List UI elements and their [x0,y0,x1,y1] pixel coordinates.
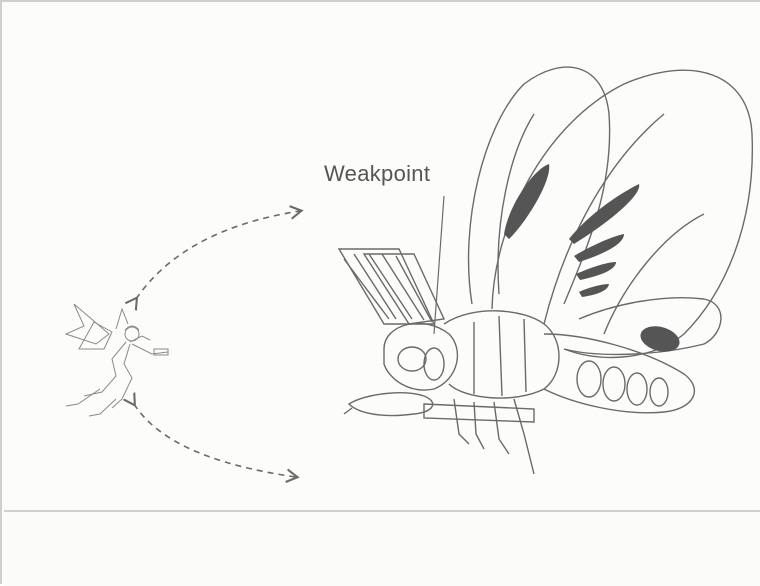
dashed-arrow-lower [134,404,296,477]
scene-drawing [4,4,760,510]
fairy-sprite [66,304,168,416]
wing-markings [504,164,682,356]
weakpoint-label: Weakpoint [324,161,430,187]
dashed-arrow-upper [136,211,300,299]
lower-panel [4,512,760,586]
illustration-panel: Weakpoint [4,4,760,512]
weakpoint-pointer-line [434,196,444,334]
giant-moth-boss [339,67,752,474]
